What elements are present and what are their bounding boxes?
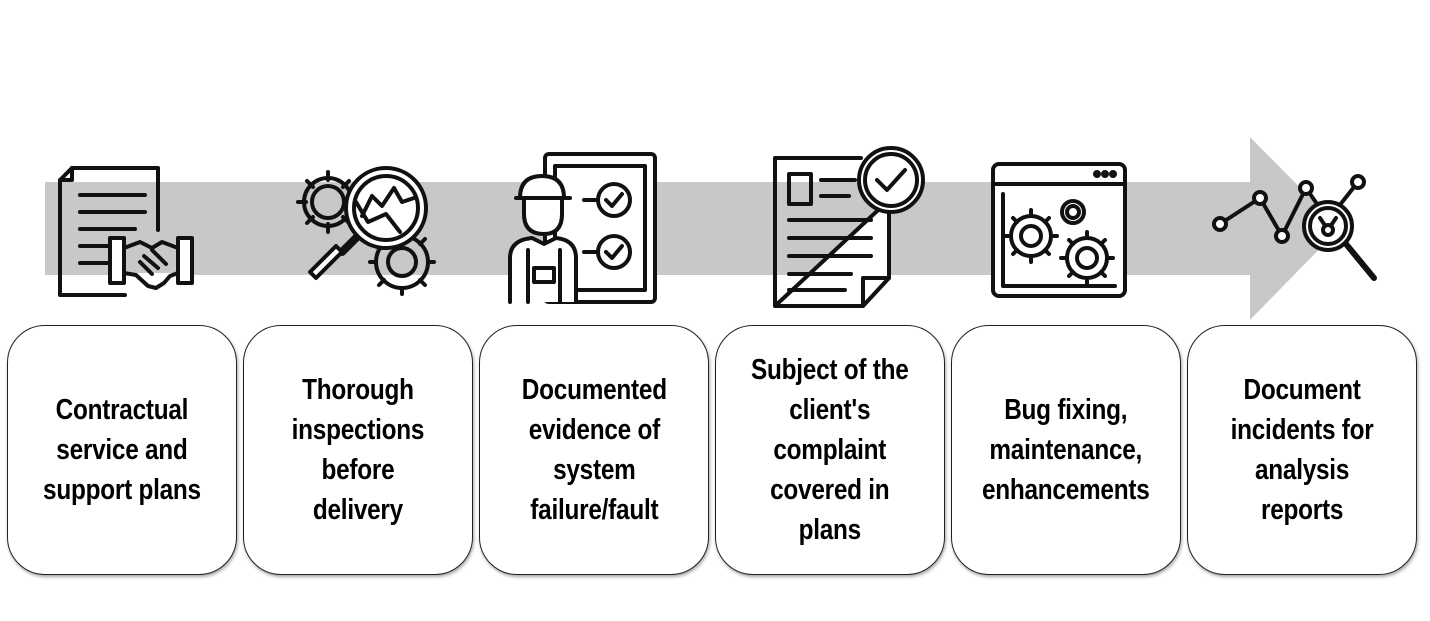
chart-analysis-magnifier-icon [1210, 140, 1380, 310]
browser-gears-icon [977, 140, 1147, 310]
document-checkmark-icon [765, 140, 935, 310]
step-box-6: Document incidents for analysis reports [1187, 325, 1417, 575]
step-box-1: Contractual service and support plans [7, 325, 237, 575]
step-text-6: Document incidents for analysis reports [1230, 374, 1374, 526]
contract-handshake-icon [40, 140, 210, 310]
technician-checklist-icon [500, 140, 670, 310]
step-text-1: Contractual service and support plans [43, 394, 201, 506]
step-text-2: Thorough inspections before delivery [291, 374, 425, 526]
step-text-3: Documented evidence of system failure/fa… [521, 374, 667, 526]
magnifier-gears-icon [290, 140, 460, 310]
step-box-3: Documented evidence of system failure/fa… [479, 325, 709, 575]
step-box-5: Bug fixing, maintenance, enhancements [951, 325, 1181, 575]
step-box-4: Subject of the client's complaint covere… [715, 325, 945, 575]
step-text-5: Bug fixing, maintenance, enhancements [982, 394, 1150, 506]
step-box-2: Thorough inspections before delivery [243, 325, 473, 575]
step-text-4: Subject of the client's complaint covere… [751, 354, 909, 546]
